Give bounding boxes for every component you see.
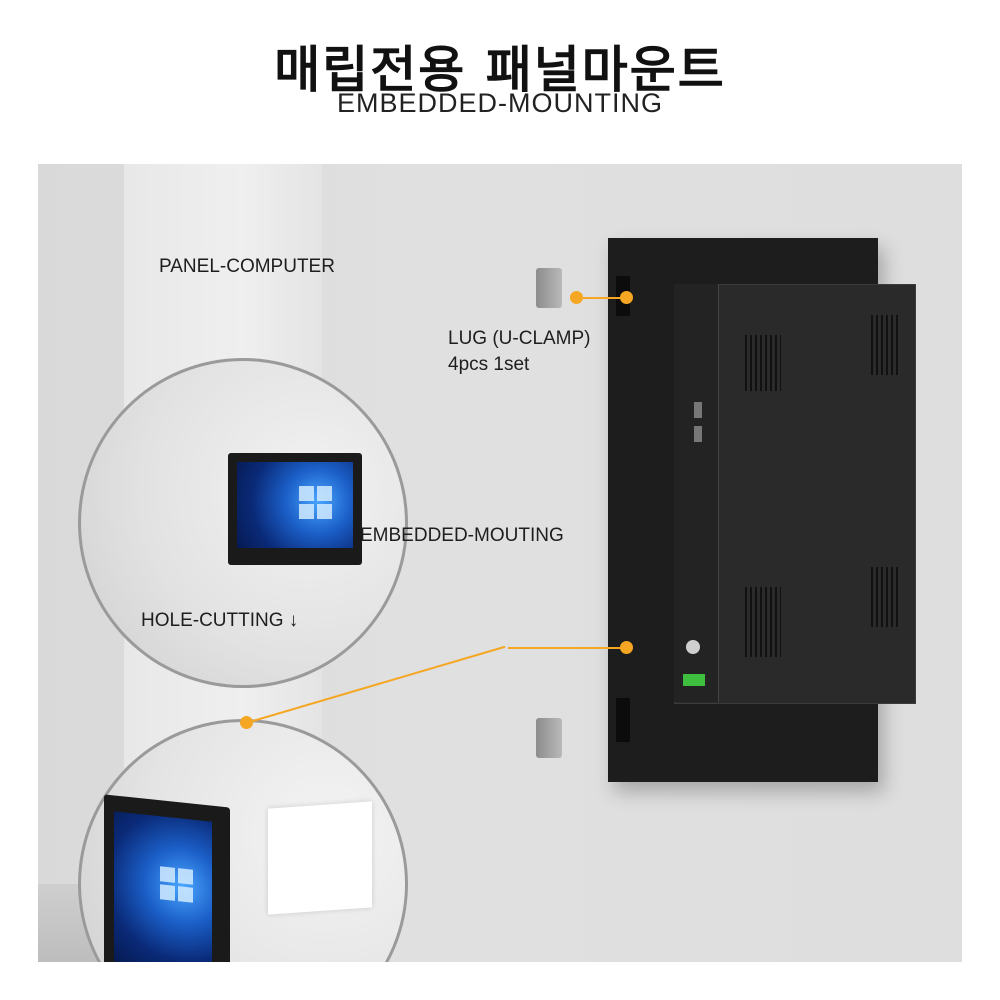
wall-cutout: [268, 801, 372, 915]
usb-port: [694, 426, 702, 442]
mount-callout-line-1: [508, 647, 626, 649]
hole-cutting-label: HOLE-CUTTING ↓: [141, 610, 299, 631]
vent-top-left: [745, 335, 781, 391]
product-scene: PANEL-COMPUTER HOLE-CUTTING ↓ LUG (U-CLA…: [38, 164, 962, 962]
vent-bottom-left: [745, 587, 781, 657]
vent-top-right: [871, 315, 901, 375]
lug-slot-bottom: [616, 698, 630, 742]
lug-clamp-top: [536, 268, 562, 308]
panel-computer-label: PANEL-COMPUTER: [159, 256, 335, 277]
lug-quantity-label: 4pcs 1set: [448, 354, 530, 375]
windows-logo-icon: [299, 486, 333, 520]
page-subtitle: EMBEDDED-MOUNTING: [337, 88, 663, 118]
embedded-mounting-label: EMBEDDED-MOUTING: [360, 525, 564, 546]
windows-screen-angled: [114, 811, 212, 962]
power-knob: [686, 640, 700, 654]
windows-screen: [237, 462, 353, 548]
lug-callout-dot: [570, 291, 583, 304]
panel-computer-detail: [78, 358, 408, 688]
lug-slot-callout-dot: [620, 291, 633, 304]
io-side-panel: [674, 284, 719, 702]
usb-port: [694, 402, 702, 418]
terminal-connector: [683, 674, 705, 686]
page-title: 매립전용 패널마운트: [274, 41, 726, 99]
panel-computer-side-view: [104, 794, 230, 962]
panel-computer-bezel: [228, 453, 362, 565]
hole-callout-dot: [240, 716, 253, 729]
lug-callout-line: [583, 297, 628, 299]
mount-callout-dot: [620, 641, 633, 654]
vent-bottom-right: [871, 567, 901, 627]
windows-logo-icon: [160, 866, 194, 904]
lug-label: LUG (U-CLAMP): [448, 328, 591, 349]
lug-clamp-bottom: [536, 718, 562, 758]
